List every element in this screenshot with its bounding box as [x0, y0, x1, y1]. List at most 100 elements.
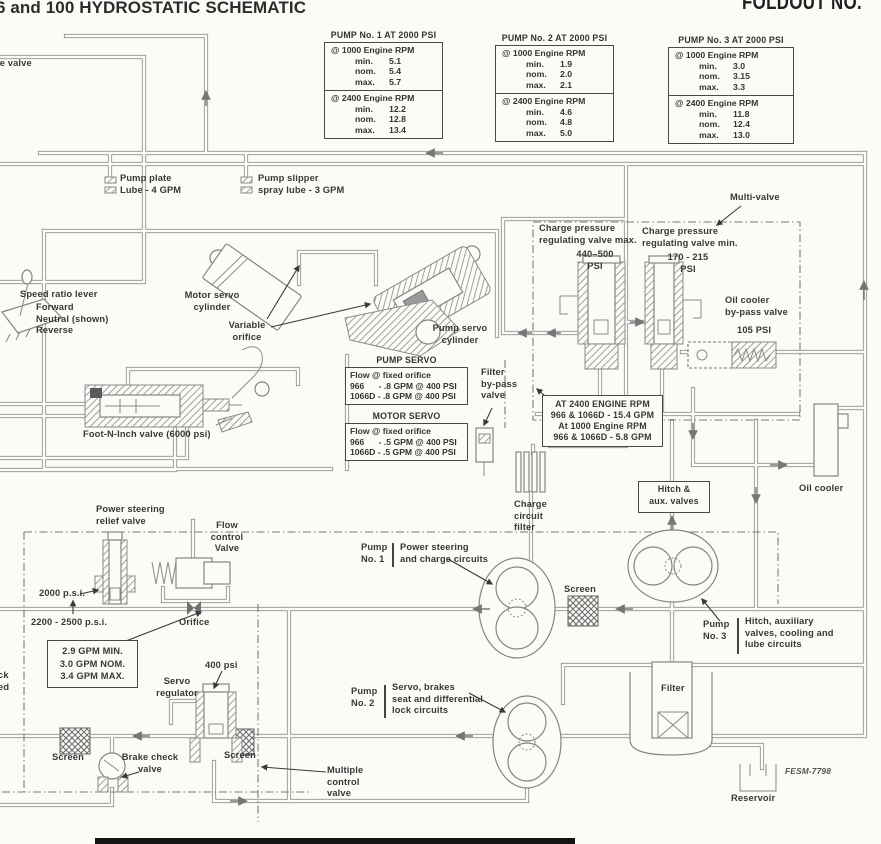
- pump-1-symbol: [478, 557, 556, 659]
- pump-3-circuits-label: Hitch, auxiliary valves, cooling and lub…: [745, 616, 834, 649]
- speed-ratio-lever-symbol: [1, 269, 64, 343]
- row-value: 1.9: [560, 58, 573, 69]
- row-value: 5.7: [389, 76, 402, 87]
- charge-circuit-filter-symbol: [515, 451, 546, 493]
- pump-table-section-header: @ 1000 Engine RPM: [331, 45, 415, 55]
- row-key: min.: [355, 55, 373, 66]
- scan-edge-strip: [95, 838, 575, 844]
- edge-text-fragment: ed: [0, 682, 10, 692]
- pump-servo-table: PUMP SERVO Flow @ fixed orifice 966 - .8…: [345, 355, 468, 405]
- servo-regulator-label: Servo regulator: [156, 676, 198, 698]
- pump-table-title: PUMP No. 1 AT 2000 PSI: [330, 30, 437, 40]
- row-key: max.: [526, 127, 546, 138]
- foot-n-inch-valve-symbol: [84, 384, 242, 428]
- oil-cooler-bypass-valve-symbol: [687, 341, 777, 369]
- psi-2200-2500-label: 2200 - 2500 p.s.i.: [31, 617, 108, 627]
- row-key: nom.: [699, 71, 720, 81]
- oil-cooler-bypass-psi: 105 PSI: [737, 325, 772, 335]
- oil-cooler-label: Oil cooler: [799, 483, 844, 493]
- row-value: 13.0: [733, 129, 750, 140]
- psi-400-label: 400 psi: [205, 660, 238, 670]
- charge-valve-max-label: Charge pressure regulating valve max.: [539, 223, 637, 245]
- pump-table-row: max.5.0: [502, 128, 609, 139]
- row-key: min.: [526, 58, 544, 69]
- row-key: min.: [699, 60, 717, 71]
- row-value: 4.6: [560, 106, 573, 117]
- filter-bypass-valve-symbol: [475, 427, 494, 476]
- motor-servo-body: Flow @ fixed orifice 966 - .5 GPM @ 400 …: [345, 423, 468, 461]
- row-key: max.: [699, 81, 719, 92]
- pump-3-symbol: [627, 529, 719, 603]
- pump-table-row: nom.4.8: [502, 117, 609, 128]
- edge-text-fragment: ck: [0, 670, 9, 680]
- row-key: min.: [526, 106, 544, 117]
- row-key: max.: [355, 124, 375, 135]
- pump-table-title: PUMP No. 3 AT 2000 PSI: [678, 35, 784, 45]
- pump-table-row: nom.5.4: [331, 66, 438, 77]
- row-value: 5.4: [389, 66, 402, 76]
- pump-table-row: max.3.3: [675, 82, 789, 93]
- servo-regulator-symbol: [189, 683, 243, 763]
- multi-valve-label: Multi-valve: [730, 192, 780, 202]
- reservoir-label: Reservoir: [731, 793, 776, 803]
- pump-table-section-header: @ 2400 Engine RPM: [331, 93, 415, 103]
- screen-2-symbol: [59, 727, 91, 755]
- brake-check-valve-label: Brake check valve: [121, 752, 179, 774]
- pump-servo-body: Flow @ fixed orifice 966 - .8 GPM @ 400 …: [345, 367, 468, 405]
- row-key: min.: [355, 103, 373, 114]
- pump-table-section-header: @ 1000 Engine RPM: [675, 50, 759, 60]
- row-value: 12.4: [733, 119, 750, 129]
- row-key: max.: [699, 129, 719, 140]
- brake-check-valve-symbol: [97, 752, 129, 793]
- charge-valve-min-psi: 170 - 215 PSI: [667, 252, 709, 274]
- row-value: 11.8: [733, 108, 750, 119]
- compartment-boundaries: [2, 221, 801, 822]
- motor-servo-cylinder-label: Motor servo cylinder: [184, 290, 240, 312]
- charge-valve-max-symbol: [559, 255, 626, 370]
- pump-1-divider: [392, 543, 394, 567]
- pump-1-label: Pump No. 1: [361, 542, 388, 564]
- foot-pedal-symbol: [215, 346, 270, 433]
- variable-orifice-label: Variable orifice: [228, 320, 266, 342]
- motor-servo-title: MOTOR SERVO: [372, 411, 441, 421]
- pump-table-row: nom.12.8: [331, 114, 438, 125]
- psi-2000-label: 2000 p.s.i.: [39, 588, 86, 598]
- pump-3-label: Pump No. 3: [703, 619, 730, 641]
- pump-3-divider: [737, 618, 739, 654]
- screen-1-label: Screen: [564, 584, 596, 594]
- pump-2-circuits-label: Servo, brakes seat and differential lock…: [392, 682, 483, 715]
- speed-ratio-lever-label: Speed ratio lever: [20, 289, 98, 299]
- screen-2-label: Screen: [52, 752, 84, 762]
- pump-table-section-header: @ 2400 Engine RPM: [502, 96, 586, 106]
- page-title: 6 and 100 HYDROSTATIC SCHEMATIC: [0, 0, 307, 17]
- pump-2-label: Pump No. 2: [351, 686, 378, 708]
- pump-servo-cylinder-symbol: [344, 245, 491, 357]
- power-steering-relief-valve-symbol: [94, 531, 136, 605]
- filter-label: Filter: [661, 683, 685, 693]
- row-value: 12.8: [389, 114, 406, 124]
- pump-table-section-header: @ 2400 Engine RPM: [675, 98, 759, 108]
- pump-table-row: min. 4.6: [502, 107, 609, 118]
- foot-n-inch-valve-label: Foot-N-Inch valve (6000 psi): [83, 429, 211, 439]
- row-value: 2.0: [560, 69, 573, 79]
- pump-table-row: max.13.4: [331, 125, 438, 136]
- reservoir-symbol: [739, 764, 777, 792]
- row-key: nom.: [699, 119, 720, 129]
- pump-table-row: min. 1.9: [502, 59, 609, 70]
- row-key: max.: [355, 76, 375, 87]
- motor-servo-cylinder-symbol: [202, 243, 302, 331]
- row-key: max.: [526, 79, 546, 90]
- screen-3-label: Screen: [224, 750, 256, 760]
- row-value: 3.15: [733, 71, 750, 81]
- drawing-code: FESM-7798: [785, 766, 832, 776]
- pump-table-row: max. 5.7: [331, 77, 438, 88]
- row-key: nom.: [526, 117, 547, 127]
